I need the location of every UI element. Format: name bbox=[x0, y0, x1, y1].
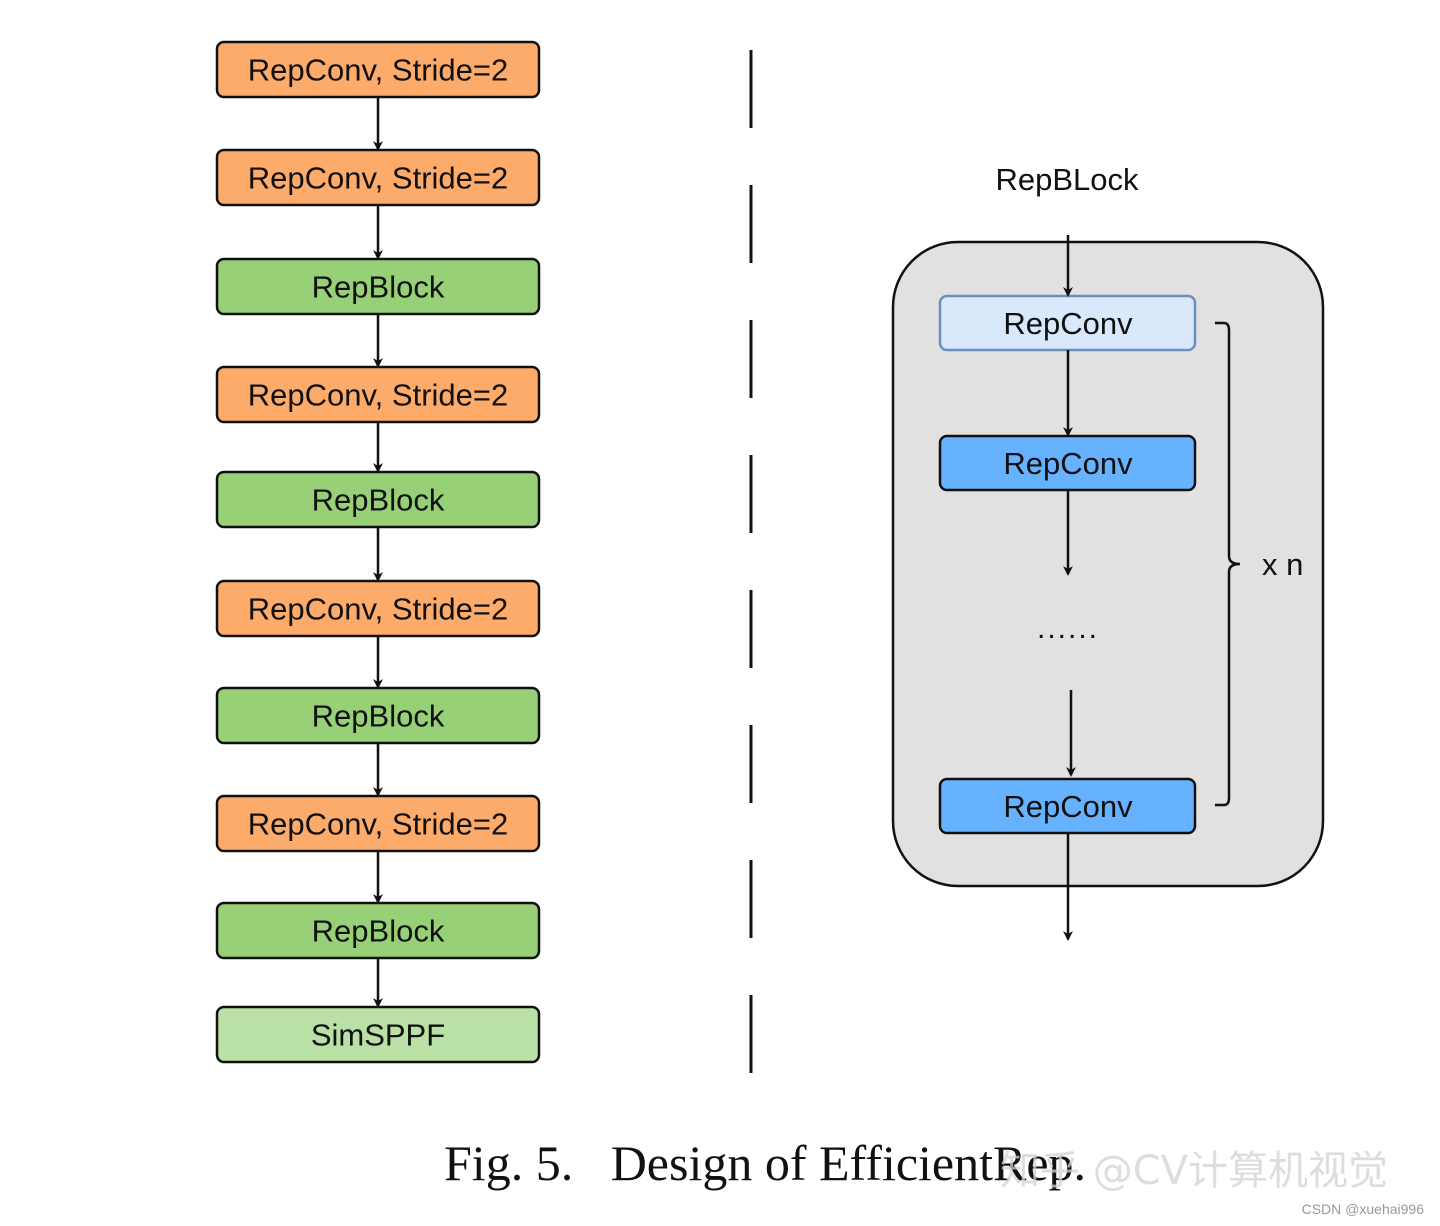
block-label: RepConv bbox=[1003, 446, 1133, 481]
block-label: RepBlock bbox=[312, 270, 445, 305]
block-label: RepConv, Stride=2 bbox=[248, 807, 509, 842]
inner-repconv-dark: RepConv bbox=[938, 434, 1197, 492]
block-repconv-stride: RepConv, Stride=2 bbox=[215, 40, 541, 99]
repeat-brace bbox=[1215, 321, 1241, 807]
block-repblock: RepBlock bbox=[215, 470, 541, 529]
block-label: RepConv, Stride=2 bbox=[248, 161, 509, 196]
repeat-label: x n bbox=[1262, 547, 1303, 582]
inner-repconv-dark: RepConv bbox=[938, 777, 1197, 835]
repblock-title: RepBLock bbox=[995, 162, 1139, 197]
block-label: RepBlock bbox=[312, 699, 445, 734]
block-repconv-stride: RepConv, Stride=2 bbox=[215, 579, 541, 638]
block-box bbox=[215, 1005, 541, 1064]
block-simsppf: SimSPPF bbox=[215, 1005, 541, 1064]
ellipsis: ...... bbox=[1037, 612, 1099, 645]
block-repblock: RepBlock bbox=[215, 686, 541, 745]
block-label: RepConv, Stride=2 bbox=[248, 592, 509, 627]
figure-caption: Fig. 5. Design of EfficientRep. bbox=[444, 1135, 1087, 1191]
repblock-container bbox=[891, 240, 1325, 888]
block-repconv-stride: RepConv, Stride=2 bbox=[215, 794, 541, 853]
block-label: RepConv, Stride=2 bbox=[248, 378, 509, 413]
block-label: RepConv bbox=[1003, 306, 1133, 341]
inner-repconv-light: RepConv bbox=[938, 294, 1197, 352]
block-label: RepBlock bbox=[312, 914, 445, 949]
block-repconv-stride: RepConv, Stride=2 bbox=[215, 365, 541, 424]
block-label: RepBlock bbox=[312, 483, 445, 518]
watermark: 知乎 @CV计算机视觉 bbox=[1000, 1148, 1389, 1194]
block-label: SimSPPF bbox=[311, 1018, 445, 1053]
block-repblock: RepBlock bbox=[215, 257, 541, 316]
block-label: RepConv, Stride=2 bbox=[248, 53, 509, 88]
block-repblock: RepBlock bbox=[215, 901, 541, 960]
block-label: RepConv bbox=[1003, 789, 1133, 824]
credit-text: CSDN @xuehai996 bbox=[1301, 1201, 1424, 1217]
block-repconv-stride: RepConv, Stride=2 bbox=[215, 148, 541, 207]
